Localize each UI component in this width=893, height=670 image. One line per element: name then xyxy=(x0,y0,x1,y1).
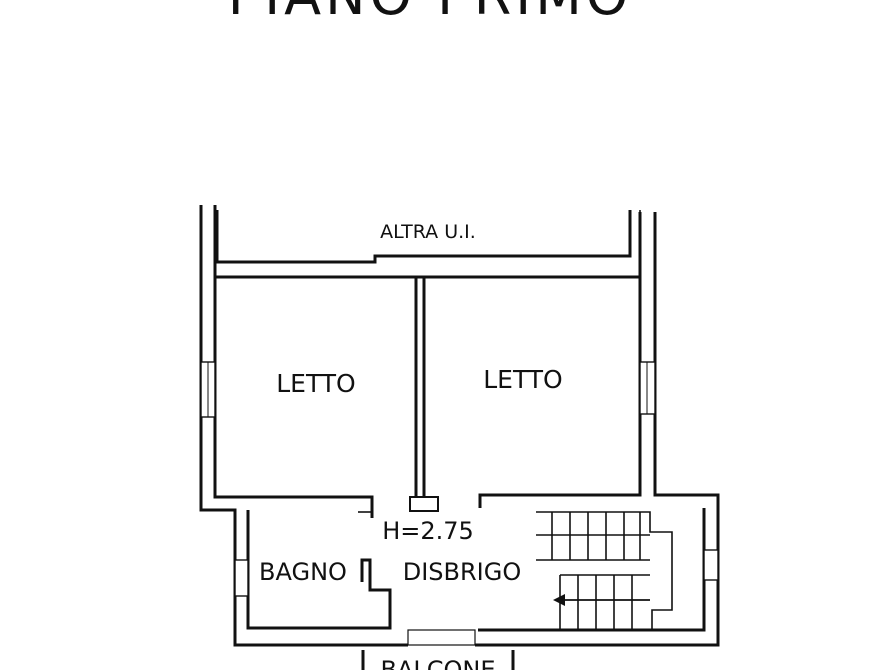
staircase xyxy=(536,511,673,630)
neighbor-unit-label: ALTRA U.I. xyxy=(380,221,476,243)
stair-direction-arrow-icon xyxy=(553,594,565,606)
bedroom-walls xyxy=(215,275,640,512)
outer-wall-right xyxy=(475,212,720,647)
neighbor-boundary xyxy=(215,210,641,264)
balcony-door xyxy=(361,629,515,670)
bathroom-label: BAGNO xyxy=(259,558,347,586)
bathroom-walls xyxy=(234,510,392,630)
hallway-label: DISBRIGO xyxy=(403,558,522,586)
balcony-label: BALCONE xyxy=(380,656,495,670)
outer-wall-left xyxy=(199,205,408,647)
ceiling-height-label: H=2.75 xyxy=(382,517,474,545)
bedroom-left-label: LETTO xyxy=(276,369,356,398)
bedroom-right-label: LETTO xyxy=(483,365,563,394)
floor-title: PIANO PRIMO xyxy=(228,0,633,27)
